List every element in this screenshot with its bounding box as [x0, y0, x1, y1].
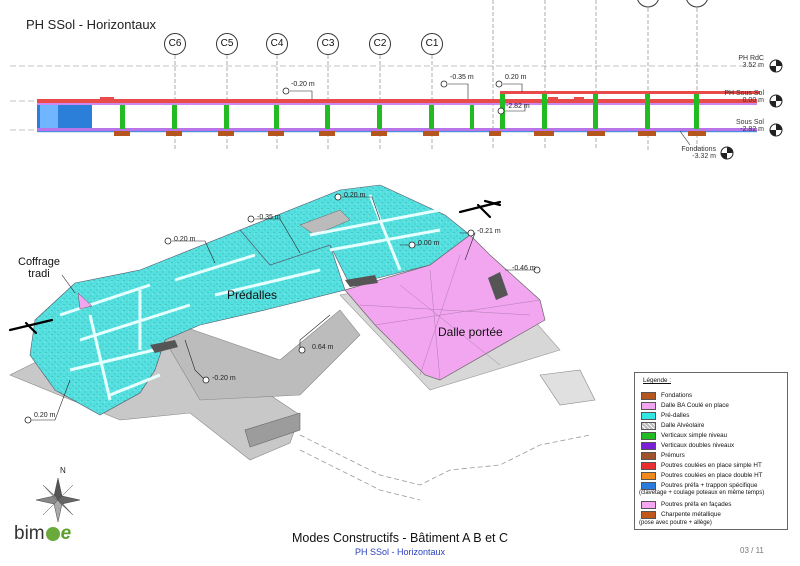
section-callout: 0.20 m — [505, 74, 527, 81]
section-drawing — [10, 0, 783, 160]
page-title: PH SSol - Horizontaux — [26, 17, 157, 32]
legend-item: Poutres préfa en façades — [641, 500, 731, 509]
legend-swatch — [641, 461, 656, 470]
legend-swatch — [641, 500, 656, 509]
grid-column-bubble: C6 — [164, 33, 186, 55]
plan-callout: 0.20 m — [34, 412, 56, 419]
compass-rose-icon — [35, 477, 81, 523]
legend-swatch — [641, 510, 656, 519]
grid-column-bubble: C3 — [317, 33, 339, 55]
legend-item: Verticaux simple niveau — [641, 431, 727, 440]
legend-label: Verticaux doubles niveaux — [661, 442, 735, 449]
legend-label: Dalle BA Coulé en place — [661, 402, 729, 409]
legend-label: Pré-dalles — [661, 412, 690, 419]
legend-swatch — [641, 431, 656, 440]
legend-swatch — [641, 471, 656, 480]
plan-callout: -0.21 m — [477, 228, 501, 235]
legend-swatch — [641, 391, 656, 400]
legend-note: (pose avec poutre + allège) — [639, 520, 712, 526]
logo-o-icon — [45, 527, 60, 541]
dalle-portee-label: Dalle portée — [438, 325, 503, 339]
legend-swatch — [641, 421, 656, 430]
legend-label: Poutres préfa + trappon spécifique — [661, 482, 758, 489]
grid-column-bubble: C2 — [369, 33, 391, 55]
legend-swatch — [641, 401, 656, 410]
legend-label: Charpente métallique — [661, 511, 721, 518]
legend-item: Pré-dalles — [641, 411, 689, 420]
plan-callout: 0.20 m — [344, 192, 366, 199]
legend-item: Charpente métallique — [641, 510, 721, 519]
legend-swatch — [641, 451, 656, 460]
legend-swatch — [641, 411, 656, 420]
legend-item: Fondations — [641, 391, 692, 400]
legend-item: Poutres préfa + trappon spécifique — [641, 481, 757, 490]
grid-column-bubble: C4 — [266, 33, 288, 55]
legend-swatch — [641, 481, 656, 490]
plan-callout: -0.35 m — [257, 214, 281, 221]
legend-label: Poutres coulées en place double HT — [661, 472, 763, 479]
coffrage-label: Coffrage tradi — [18, 256, 60, 280]
footer-title: Modes Constructifs - Bâtiment A B et C — [291, 531, 509, 545]
legend-item: Verticaux doubles niveaux — [641, 441, 734, 450]
legend-label: Poutres préfa en façades — [661, 501, 732, 508]
plan-callout: 0.20 m — [174, 236, 196, 243]
legend-label: Prémurs — [661, 452, 685, 459]
section-callout: -0.35 m — [450, 74, 474, 81]
legend-title: Légende : — [643, 377, 672, 384]
legend-label: Poutres coulées en place simple HT — [661, 462, 762, 469]
predalles-label: Prédalles — [227, 288, 278, 302]
section-callout: -2.82 m — [506, 103, 530, 110]
grid-column-bubble: C5 — [216, 33, 238, 55]
legend-item: Prémurs — [641, 451, 685, 460]
page-number: 03 / 11 — [740, 546, 764, 555]
legend-item: Poutres coulées en place double HT — [641, 471, 763, 480]
legend-item: Dalle BA Coulé en place — [641, 401, 729, 410]
plan-callout: -0.46 m — [512, 265, 536, 272]
legend-item: Dalle Alvéolaire — [641, 421, 704, 430]
plan-callout: -0.20 m — [212, 375, 236, 382]
legend-label: Dalle Alvéolaire — [661, 422, 705, 429]
legend-label: Verticaux simple niveau — [661, 432, 728, 439]
plan-callout: 0.00 m — [418, 240, 440, 247]
legend-swatch — [641, 441, 656, 450]
grid-column-bubble: C1 — [421, 33, 443, 55]
level-label: Sous Sol-2.82 m — [735, 119, 764, 133]
plan-callout: 0.64 m — [312, 344, 334, 351]
section-callout: -0.20 m — [291, 81, 315, 88]
legend-note: (clavetage + coulage poteaux en même tem… — [639, 490, 765, 496]
level-label: Fondations-3.32 m — [681, 146, 716, 160]
compass-letter: N — [60, 466, 66, 475]
isometric-plan — [8, 184, 596, 501]
legend-label: Fondations — [661, 392, 693, 399]
footer-subtitle: PH SSol - Horizontaux — [354, 547, 446, 557]
legend-item: Poutres coulées en place simple HT — [641, 461, 762, 470]
